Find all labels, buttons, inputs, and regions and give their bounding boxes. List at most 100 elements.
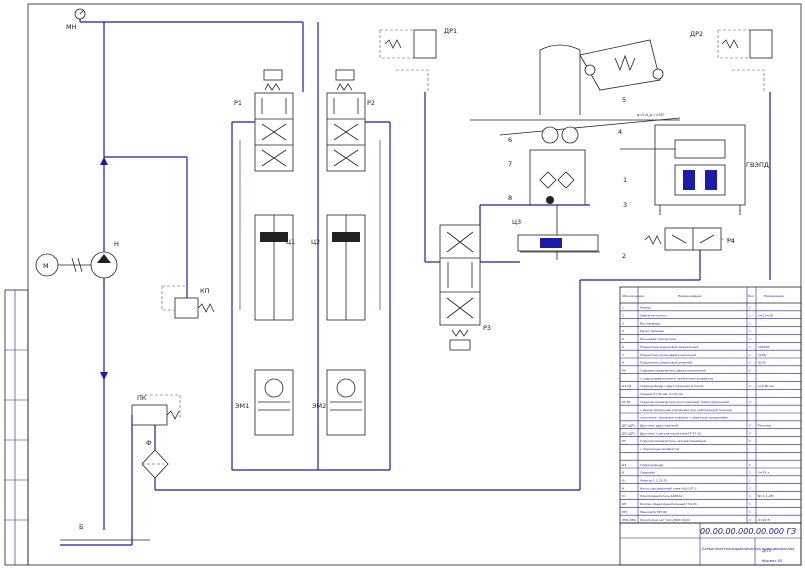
- table-cell: U=24 В: [758, 518, 770, 522]
- hydraulic-cylinder-c2: [326, 214, 366, 321]
- table-cell: 1: [749, 306, 751, 310]
- label-m: М: [43, 262, 49, 270]
- table-cell: 7206: [758, 353, 766, 357]
- directional-valve-r1: [254, 69, 294, 172]
- label-r3: Р3: [483, 324, 491, 332]
- hydraulic-booster-gvepd: [620, 124, 746, 215]
- table-cell: 2: [749, 424, 751, 428]
- label-4: 4: [618, 128, 622, 136]
- table-cell: Р4: [622, 369, 626, 373]
- table-cell: М: [622, 494, 625, 498]
- table-cell: Гидрораспределитель золотниковый трёхпоз…: [640, 400, 729, 404]
- throttle-dr1: [379, 29, 437, 92]
- table-cell: 1: [749, 353, 751, 357]
- label-dr2: ДР2: [690, 30, 703, 38]
- table-cell: ЭМ1,ЭМ2: [622, 518, 636, 522]
- table-cell: Рычаг привода: [640, 329, 664, 333]
- table-cell: 1: [749, 314, 751, 318]
- label-b: Б: [79, 523, 83, 531]
- table-cell: Р3: [622, 439, 626, 443]
- table-cell: с двумя запорными клапанами при нейтраль…: [640, 408, 732, 412]
- table-header-note: Примечание: [764, 294, 784, 298]
- table-cell: Клапан предохранительный Г54-24: [640, 502, 697, 506]
- label-r2: Р2: [367, 99, 375, 107]
- sheet-format: Формат А3: [762, 559, 783, 563]
- table-cell: Дроссель двусторонний: [640, 424, 678, 428]
- table-cell: т=2 z=26: [758, 314, 773, 318]
- table-cell: ДР1,ДР2: [622, 431, 635, 435]
- label-em1: ЭМ1: [235, 402, 249, 410]
- label-pk: ПК: [137, 394, 147, 402]
- table-cell: ДР1,ДР2: [622, 424, 635, 428]
- table-cell: Гидрораспределитель четырёхлинейный: [640, 439, 706, 443]
- label-mn: МН: [66, 23, 77, 31]
- table-cell: 1: [622, 306, 624, 310]
- table-cell: ход 80 мм: [758, 384, 774, 388]
- table-cell: Б: [622, 471, 624, 475]
- drawing-code: 00.00.00.000.00.000 ГЗ: [700, 527, 796, 536]
- table-cell: Ф: [622, 479, 625, 483]
- table-cell: 2: [749, 400, 751, 404]
- table-cell: Ц3: [622, 463, 626, 467]
- table-header-name: Наименование: [678, 294, 701, 298]
- table-cell: 1: [749, 369, 751, 373]
- directional-valve-r4: [644, 227, 735, 251]
- table-cell: 1: [749, 329, 751, 333]
- label-n: Н: [114, 240, 119, 248]
- label-c2: Ц2: [311, 238, 320, 246]
- table-cell: 2: [749, 384, 751, 388]
- table-cell: Электромагнит типа МИС-3100: [640, 518, 690, 522]
- table-cell: КП: [622, 502, 626, 506]
- table-cell: золотника; запорные клапаны с обратным з…: [640, 416, 728, 420]
- table-cell: Зубчатое колесо: [640, 314, 667, 318]
- table-cell: Фильтр 1.1.25-25: [640, 479, 667, 483]
- table-cell: 1: [749, 502, 751, 506]
- table-cell: 1: [749, 494, 751, 498]
- bearing-6: [541, 126, 559, 144]
- table-cell: V=25 л: [758, 471, 769, 475]
- table-cell: Р1,Р2: [622, 400, 630, 404]
- drawing-org: ДГТУ: [761, 549, 772, 553]
- table-cell: 1: [749, 479, 751, 483]
- label-em2: ЭМ2: [312, 402, 326, 410]
- table-cell: Вал привода: [640, 321, 660, 325]
- table-cell: 1: [749, 321, 751, 325]
- table-header-qty: Кол: [748, 294, 754, 298]
- table-cell: МН: [622, 510, 627, 514]
- table-cell: Н: [622, 486, 624, 490]
- pump-arrow-icon: [97, 254, 111, 263]
- relief-valve-kp: [174, 297, 199, 319]
- table-cell: 1: [749, 361, 751, 365]
- table-cell: 1: [749, 471, 751, 475]
- label-gvpd: ГВЭПД: [746, 161, 769, 169]
- table-cell: Ц1,Ц2: [622, 384, 632, 388]
- table-cell: 1: [749, 510, 751, 514]
- drawing-title: Схема электрогидравлическая принципиальн…: [702, 547, 795, 551]
- table-cell: Электродвигатель 4А80А4: [640, 494, 682, 498]
- pressure-valve-pk: [131, 404, 168, 426]
- table-cell: с пружинным возвратом: [640, 447, 679, 451]
- table-cell: Гидробак: [640, 471, 655, 475]
- hydraulic-cylinder-c1: [254, 214, 294, 321]
- table-cell: 1: [749, 337, 751, 341]
- table-cell: Площадка поворотная: [640, 337, 676, 341]
- rotary-platform-mechanism: [470, 39, 681, 260]
- directional-valve-r3: [439, 224, 481, 351]
- label-c1: Ц1: [286, 238, 295, 246]
- table-cell: 8: [622, 361, 624, 365]
- table-cell: Корпус: [640, 306, 652, 310]
- table-cell: 1: [749, 345, 751, 349]
- table-cell: 6: [622, 345, 624, 349]
- table-cell: 1: [749, 463, 751, 467]
- label-8: 8: [508, 194, 512, 202]
- label-r4: Р4: [727, 237, 735, 245]
- left-margin-strip: [4, 289, 29, 566]
- table-header-designation: Обозна-чение: [622, 294, 644, 298]
- electromagnet-em2: [326, 369, 366, 436]
- table-cell: Подшипник роликовый конический: [640, 353, 696, 357]
- label-7: 7: [508, 160, 512, 168]
- electromagnet-em1: [254, 369, 294, 436]
- table-cell: 5: [622, 337, 624, 341]
- table-cell: 2: [622, 314, 624, 318]
